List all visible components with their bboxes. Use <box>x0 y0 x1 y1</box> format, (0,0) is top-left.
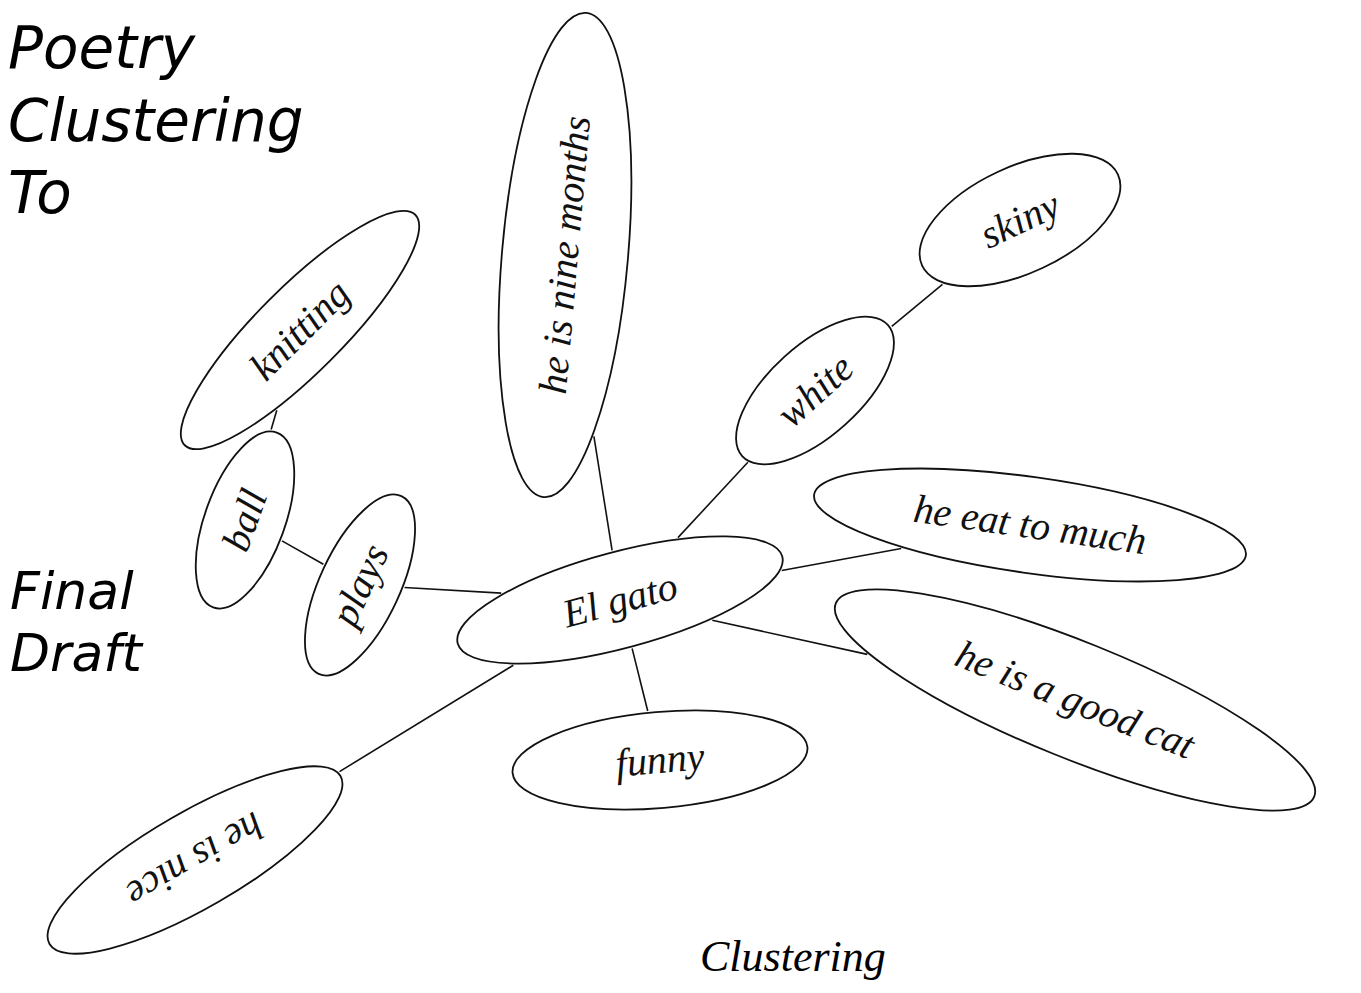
connector-line <box>892 284 943 326</box>
cluster-word: funny <box>614 734 706 786</box>
cluster-word: he is a good cat <box>949 632 1200 768</box>
cluster-ellipse: El gato <box>443 508 797 693</box>
cluster-word: skiny <box>973 183 1066 258</box>
ellipse-path <box>712 291 919 490</box>
connector-line <box>782 549 901 571</box>
cluster-word: he is nine months <box>531 114 599 396</box>
ellipse-path <box>814 550 1336 851</box>
connector-line <box>594 436 612 550</box>
cluster-ellipse: he is nice <box>23 732 367 989</box>
cluster-word: plays <box>322 537 398 632</box>
ellipse-path <box>176 419 315 621</box>
ellipse-path <box>900 126 1141 313</box>
connector-line <box>712 620 867 654</box>
cluster-word: El gato <box>558 564 682 637</box>
title: Poetry Clustering To <box>8 12 348 230</box>
connector-line <box>405 588 502 594</box>
cluster-ellipse: funny <box>506 697 814 823</box>
connector-line <box>632 649 648 711</box>
ellipse-path <box>807 447 1252 603</box>
cluster-word: knitting <box>241 271 359 389</box>
cluster-ellipse: he eat to much <box>805 445 1255 605</box>
cluster-ellipse: skiny <box>897 124 1143 317</box>
connector-line <box>282 541 323 564</box>
ellipse-path <box>154 184 445 475</box>
cluster-ellipse: he is a good cat <box>811 547 1338 853</box>
cluster-ellipse: plays <box>280 477 441 694</box>
cluster-word: ball <box>214 483 277 557</box>
ellipse-path <box>282 479 437 690</box>
cluster-ellipse: white <box>709 288 921 492</box>
cluster-ellipse: he is nine months <box>479 5 651 504</box>
connector-line <box>271 410 277 429</box>
ellipse-path <box>26 734 365 985</box>
ellipse-path <box>508 699 811 820</box>
connector-line <box>678 462 748 537</box>
handwritten-label: Final Draft <box>10 560 200 685</box>
cluster-word: he is nice <box>119 803 272 917</box>
connector-line <box>340 665 514 771</box>
cluster-ellipse: knitting <box>152 182 449 479</box>
handwritten-label: Clustering <box>700 932 1100 983</box>
cluster-ellipse: ball <box>173 416 317 623</box>
ellipse-path <box>481 7 649 502</box>
ellipse-path <box>445 510 794 690</box>
cluster-word: he eat to much <box>911 487 1149 563</box>
